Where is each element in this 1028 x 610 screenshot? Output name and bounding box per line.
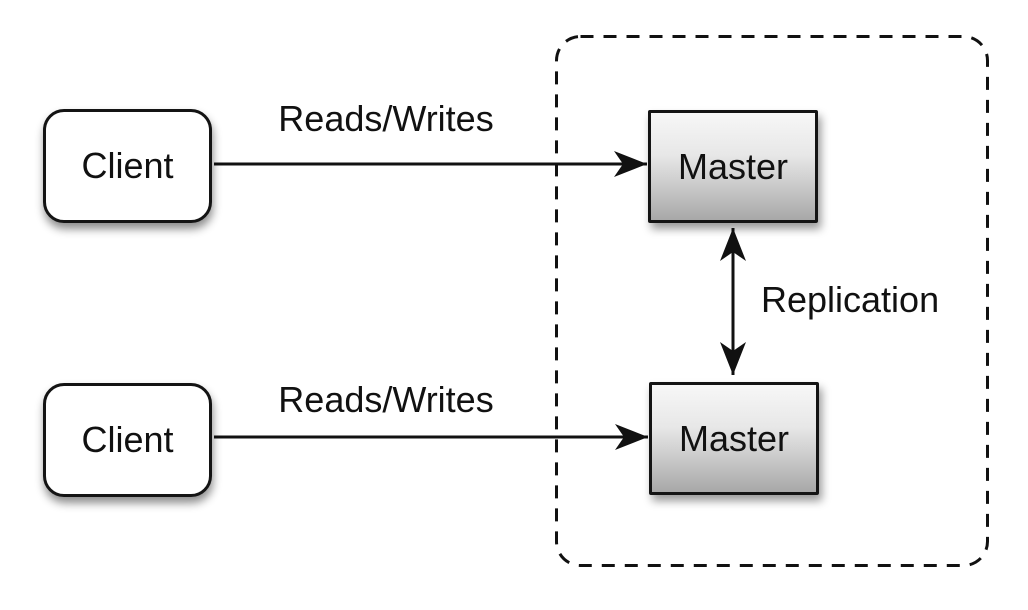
replication-boundary-dashed-box (555, 35, 989, 567)
reads-writes-label-top: Reads/Writes (278, 98, 494, 139)
replication-label: Replication (761, 279, 940, 320)
master-node-bottom-label: Master (678, 417, 790, 459)
client-node-top-label: Client (81, 145, 174, 186)
reads-writes-label-bottom: Reads/Writes (278, 379, 494, 420)
master-node-bottom: Master (649, 382, 819, 495)
master-node-top: Master (648, 110, 818, 223)
client-node-top: Client (43, 109, 212, 223)
master-node-top-label: Master (677, 145, 789, 187)
client-node-bottom: Client (43, 383, 212, 497)
client-node-bottom-label: Client (81, 419, 174, 460)
